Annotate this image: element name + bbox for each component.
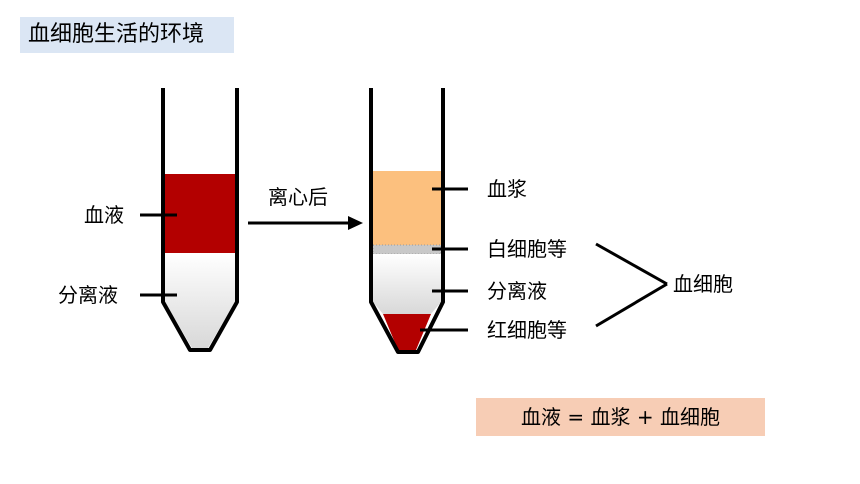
page-title: 血细胞生活的环境 xyxy=(20,17,234,53)
arrow-label: 离心后 xyxy=(268,185,328,209)
label-right-separation: 分离液 xyxy=(487,279,547,303)
formula-box: 血液 = 血浆 + 血细胞 xyxy=(476,398,765,436)
label-left-separation: 分离液 xyxy=(58,283,118,307)
label-blood: 血液 xyxy=(84,203,124,227)
left-separation-layer xyxy=(165,253,235,348)
label-blood-cells-group: 血细胞 xyxy=(673,272,733,296)
brace-lower xyxy=(595,282,668,328)
right-red-cells-layer xyxy=(383,314,431,350)
left-test-tube xyxy=(161,88,239,352)
right-plasma-layer xyxy=(373,171,441,245)
right-separation-layer xyxy=(373,254,441,314)
label-red-cells: 红细胞等 xyxy=(487,318,567,342)
label-white-cells: 白细胞等 xyxy=(487,237,567,261)
right-test-tube xyxy=(369,88,445,354)
brace-upper xyxy=(595,242,668,286)
arrow-head xyxy=(348,216,363,230)
label-plasma: 血浆 xyxy=(487,177,527,201)
right-white-cells-layer xyxy=(373,245,441,254)
